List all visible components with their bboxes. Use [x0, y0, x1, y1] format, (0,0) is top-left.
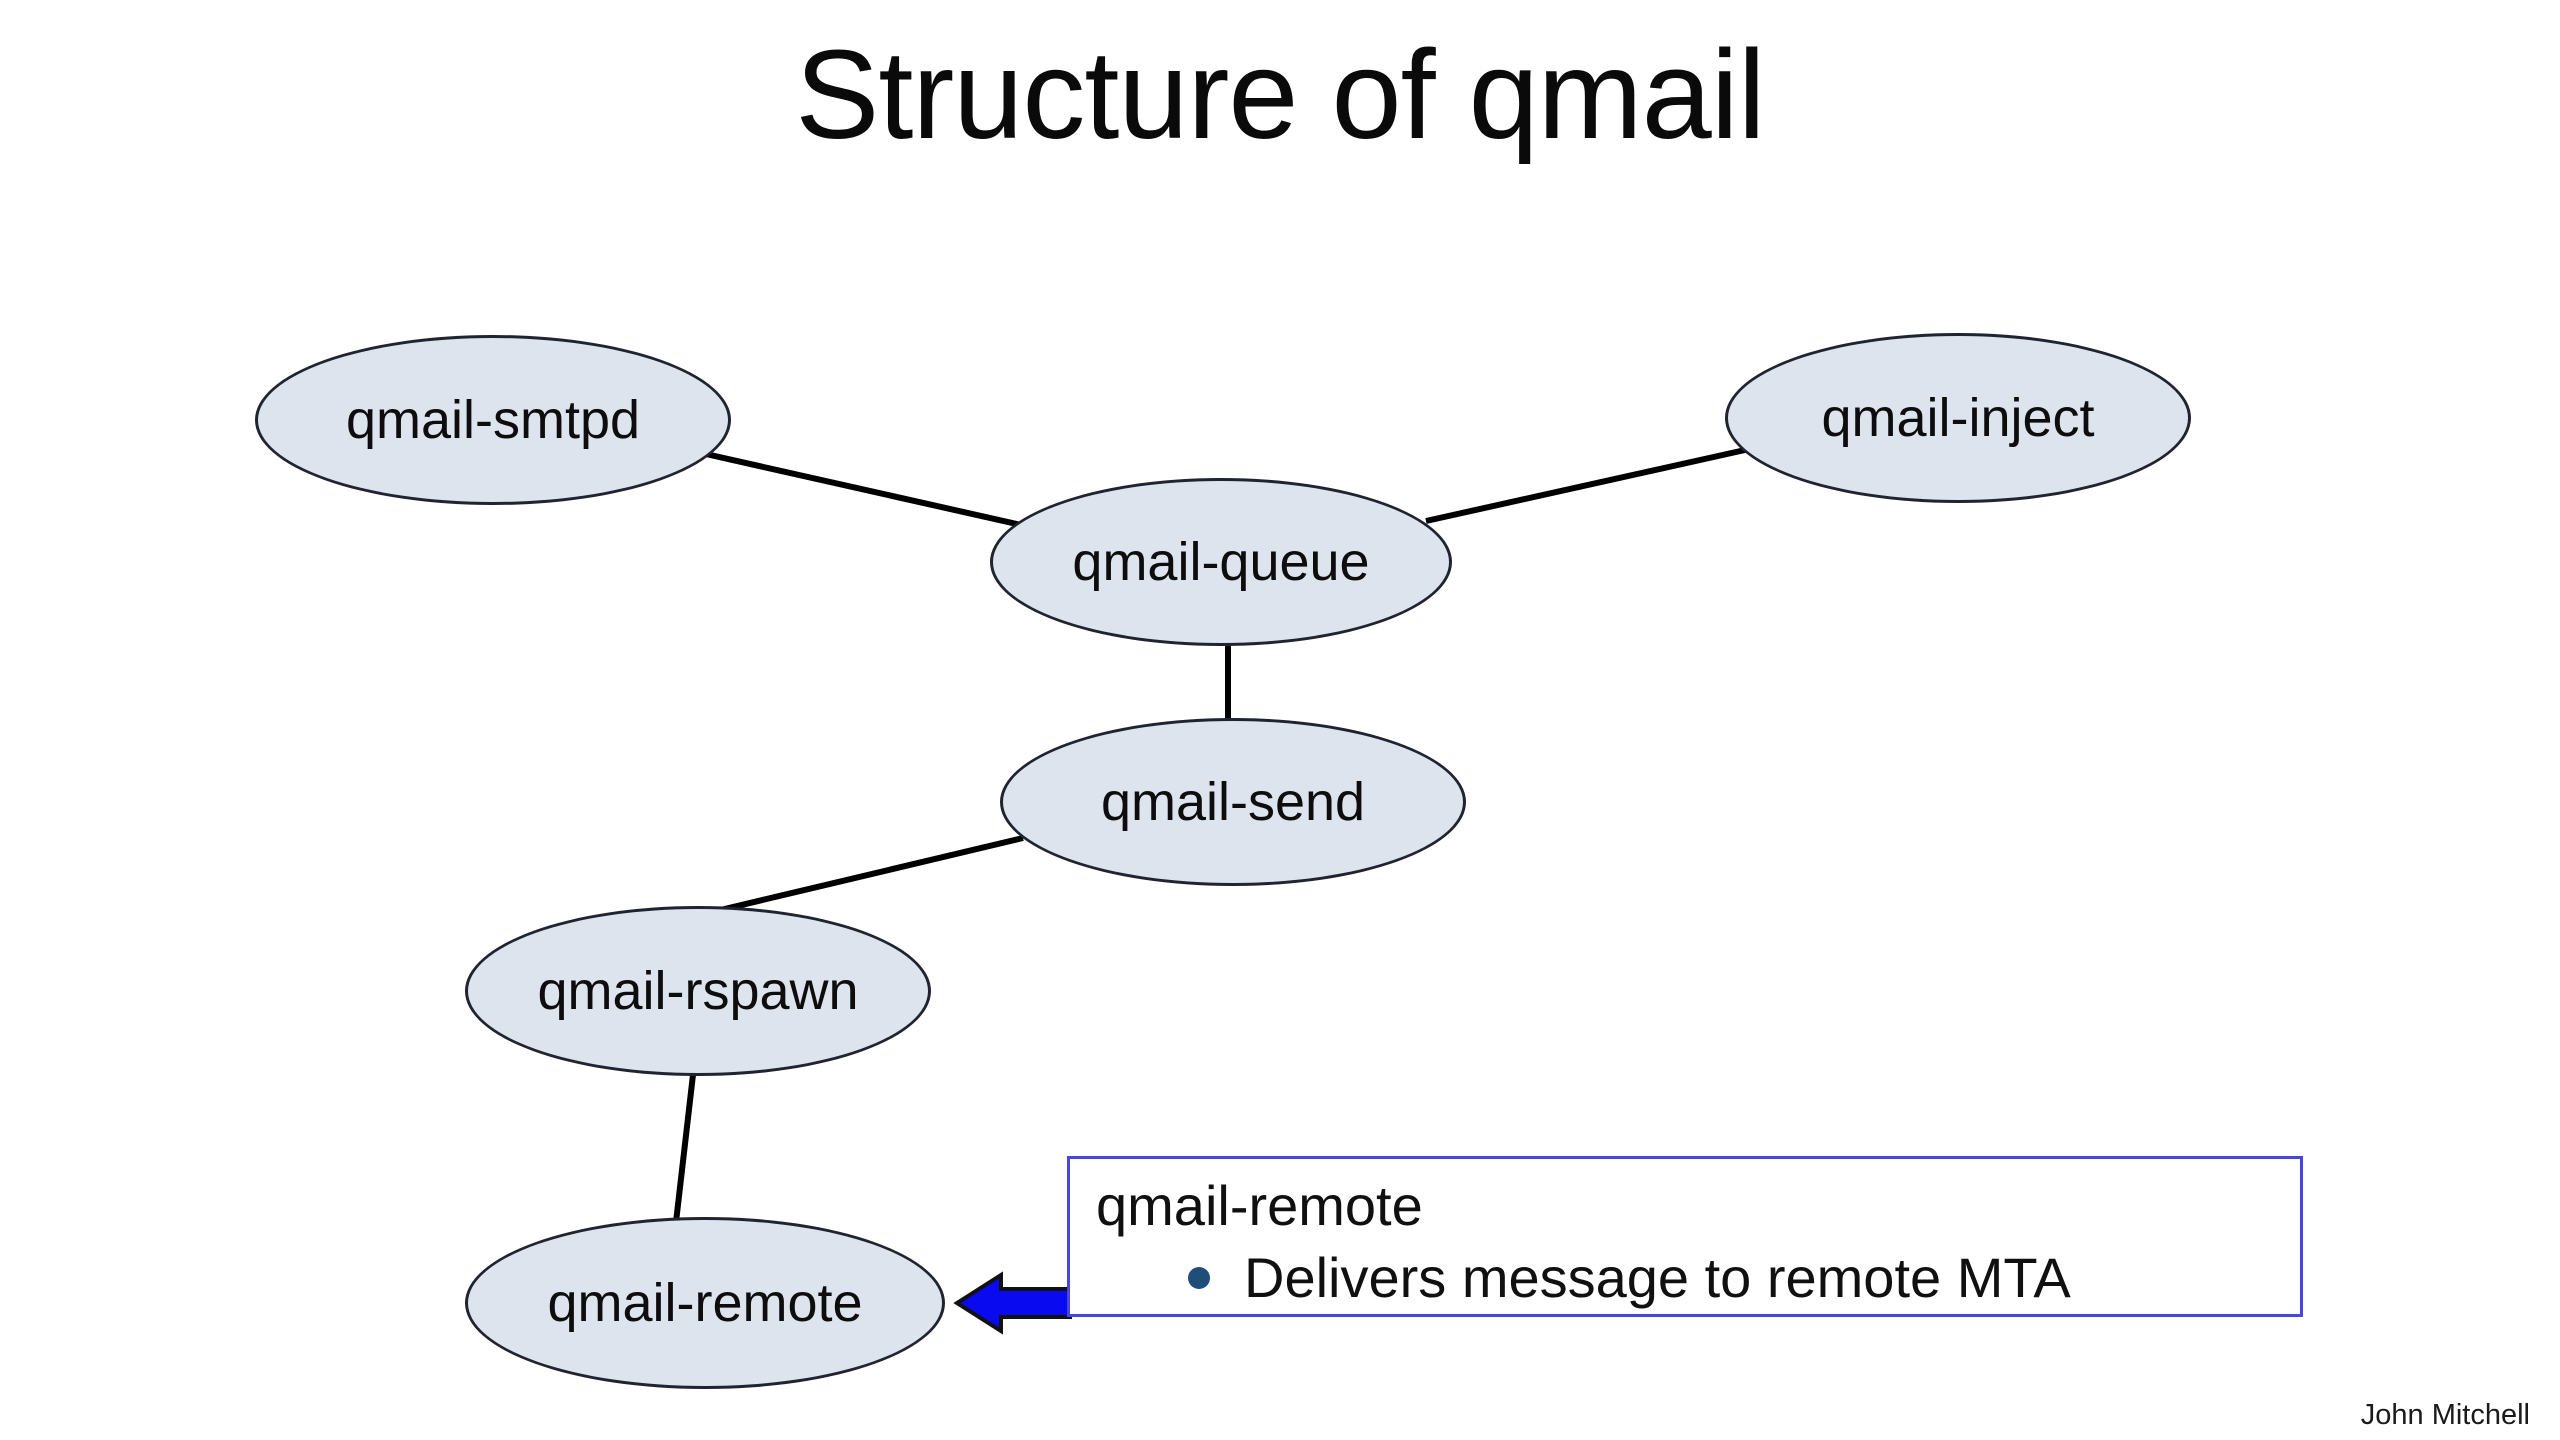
node-qmail-inject: qmail-inject — [1725, 333, 2191, 503]
callout-box: qmail-remote Delivers message to remote … — [1067, 1156, 2303, 1317]
edge-smtpd-queue — [696, 449, 1031, 530]
callout-bullet-text: Delivers message to remote MTA — [1244, 1246, 2071, 1309]
edge-rspawn-remote — [673, 1065, 697, 1223]
node-label: qmail-smtpd — [345, 390, 641, 450]
edge-send-rspawn — [711, 835, 1024, 915]
callout-heading: qmail-remote — [1096, 1174, 1423, 1237]
node-qmail-rspawn: qmail-rspawn — [465, 906, 931, 1076]
node-qmail-queue: qmail-queue — [990, 478, 1452, 646]
callout-bullet-row: Delivers message to remote MTA — [1188, 1245, 2071, 1310]
node-qmail-smtpd: qmail-smtpd — [255, 335, 731, 505]
node-label: qmail-queue — [1072, 532, 1370, 592]
edge-inject-queue — [1425, 447, 1746, 524]
node-qmail-remote: qmail-remote — [465, 1217, 945, 1389]
node-label: qmail-inject — [1821, 388, 2095, 448]
node-label: qmail-remote — [547, 1273, 863, 1333]
node-label: qmail-send — [1100, 772, 1366, 832]
left-block-arrow-icon — [953, 1271, 1072, 1335]
node-label: qmail-rspawn — [537, 961, 859, 1021]
attribution: John Mitchell — [2360, 1399, 2530, 1431]
node-qmail-send: qmail-send — [1000, 718, 1466, 886]
slide-title: Structure of qmail — [795, 24, 1765, 165]
bullet-dot-icon — [1188, 1266, 1210, 1289]
